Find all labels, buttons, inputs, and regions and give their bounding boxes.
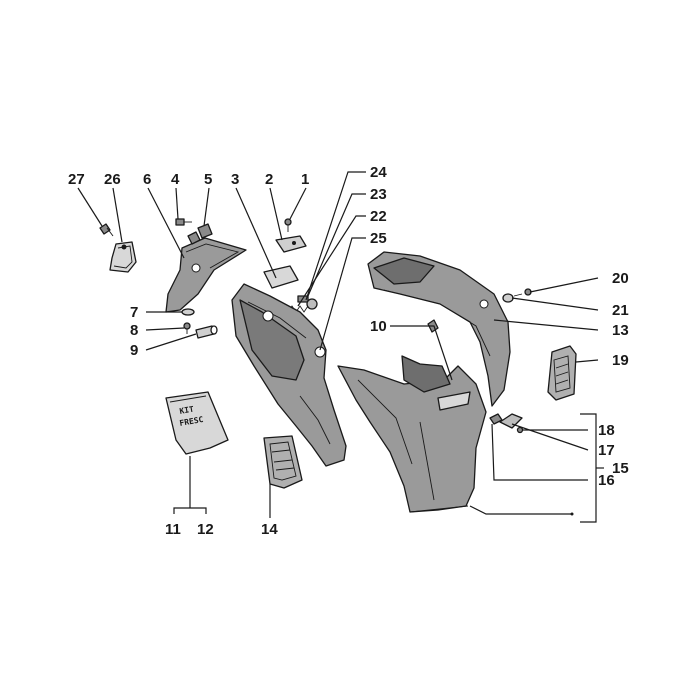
callout-7: 7 [130, 304, 138, 321]
part-20-screw [513, 288, 532, 297]
part-21-grommet [502, 293, 514, 303]
callout-3: 3 [231, 171, 239, 188]
part-13-rear-panel [367, 251, 511, 407]
kit-bag-line1: KIT [179, 405, 195, 416]
callout-1: 1 [301, 171, 309, 188]
part-17-bracket [499, 413, 523, 429]
callout-18: 18 [598, 422, 615, 439]
callout-10: 10 [370, 318, 387, 335]
part-3-plate [263, 265, 299, 289]
kit-bag-line2: FRESC [179, 415, 204, 428]
callout-23: 23 [370, 186, 387, 203]
part-8-screw [183, 322, 191, 334]
callout-14: 14 [261, 521, 278, 538]
part-7-washer [181, 308, 195, 316]
callout-25: 25 [370, 230, 387, 247]
callout-numbers: 27 26 6 4 5 3 2 1 24 23 22 25 20 21 13 1… [68, 164, 629, 538]
callout-9: 9 [130, 342, 138, 359]
callout-21: 21 [612, 302, 629, 319]
callout-8: 8 [130, 322, 138, 339]
callout-22: 22 [370, 208, 387, 225]
callout-5: 5 [204, 171, 212, 188]
callout-2: 2 [265, 171, 273, 188]
part-14-reflector [263, 435, 303, 489]
part-24-fastener [306, 298, 318, 310]
part-9-rivet [195, 325, 218, 339]
callout-15: 15 [612, 460, 629, 477]
callout-19: 19 [612, 352, 629, 369]
part-26-bracket [109, 241, 137, 273]
part-4-screw [175, 218, 192, 226]
callout-11: 11 [165, 521, 181, 538]
part-27-bolt [99, 223, 114, 237]
callout-16: 16 [598, 472, 615, 489]
callout-17: 17 [598, 442, 615, 459]
callout-4: 4 [171, 171, 180, 188]
part-6-inner-shield [165, 237, 247, 313]
part-1-screw [284, 218, 292, 232]
part-19-reflector [547, 345, 577, 401]
callout-6: 6 [143, 171, 151, 188]
callout-20: 20 [612, 270, 629, 287]
part-2-bracket [275, 235, 307, 253]
part-25-front-panel [231, 283, 347, 467]
callout-13: 13 [612, 322, 629, 339]
callout-26: 26 [104, 171, 121, 188]
callout-24: 24 [370, 164, 387, 181]
part-11-12-kit-bag: KIT FRESC [165, 391, 229, 455]
part-18-screw [516, 426, 524, 434]
callout-27: 27 [68, 171, 85, 188]
callout-12: 12 [197, 521, 214, 538]
leader-lines [77, 171, 604, 523]
part-15-leg-shield [337, 355, 487, 513]
